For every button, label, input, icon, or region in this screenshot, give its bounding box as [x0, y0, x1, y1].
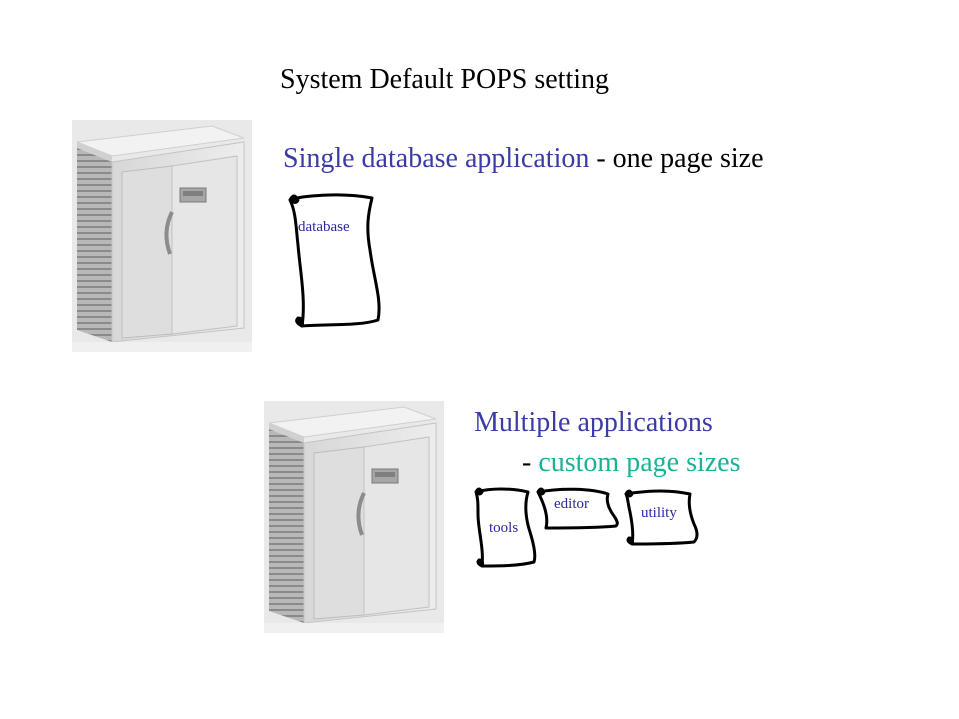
scroll-label-tools: tools: [489, 520, 519, 536]
single-page-size-label: - one page size: [589, 143, 764, 174]
custom-page-sizes-label: custom page sizes: [538, 447, 741, 478]
scroll-icon-editor: [536, 487, 619, 530]
scroll-icon-utility: [624, 489, 699, 546]
scroll-icon-database: [288, 193, 381, 328]
multiple-apps-heading: Multiple applications: [474, 407, 713, 438]
server-icon-bottom: [262, 399, 446, 635]
scroll-icon-tools: [474, 487, 537, 568]
single-app-line: Single database application - one page s…: [283, 143, 764, 175]
page-title: System Default POPS setting: [280, 64, 610, 95]
scroll-label-editor: editor: [554, 496, 589, 512]
dash-label: -: [522, 447, 539, 478]
server-icon-top: [70, 118, 254, 354]
scroll-label-utility: utility: [641, 505, 677, 521]
scroll-label-database: database: [298, 219, 350, 235]
custom-sizes-line: - custom page sizes: [522, 447, 741, 479]
single-app-label: Single database application: [283, 143, 590, 174]
